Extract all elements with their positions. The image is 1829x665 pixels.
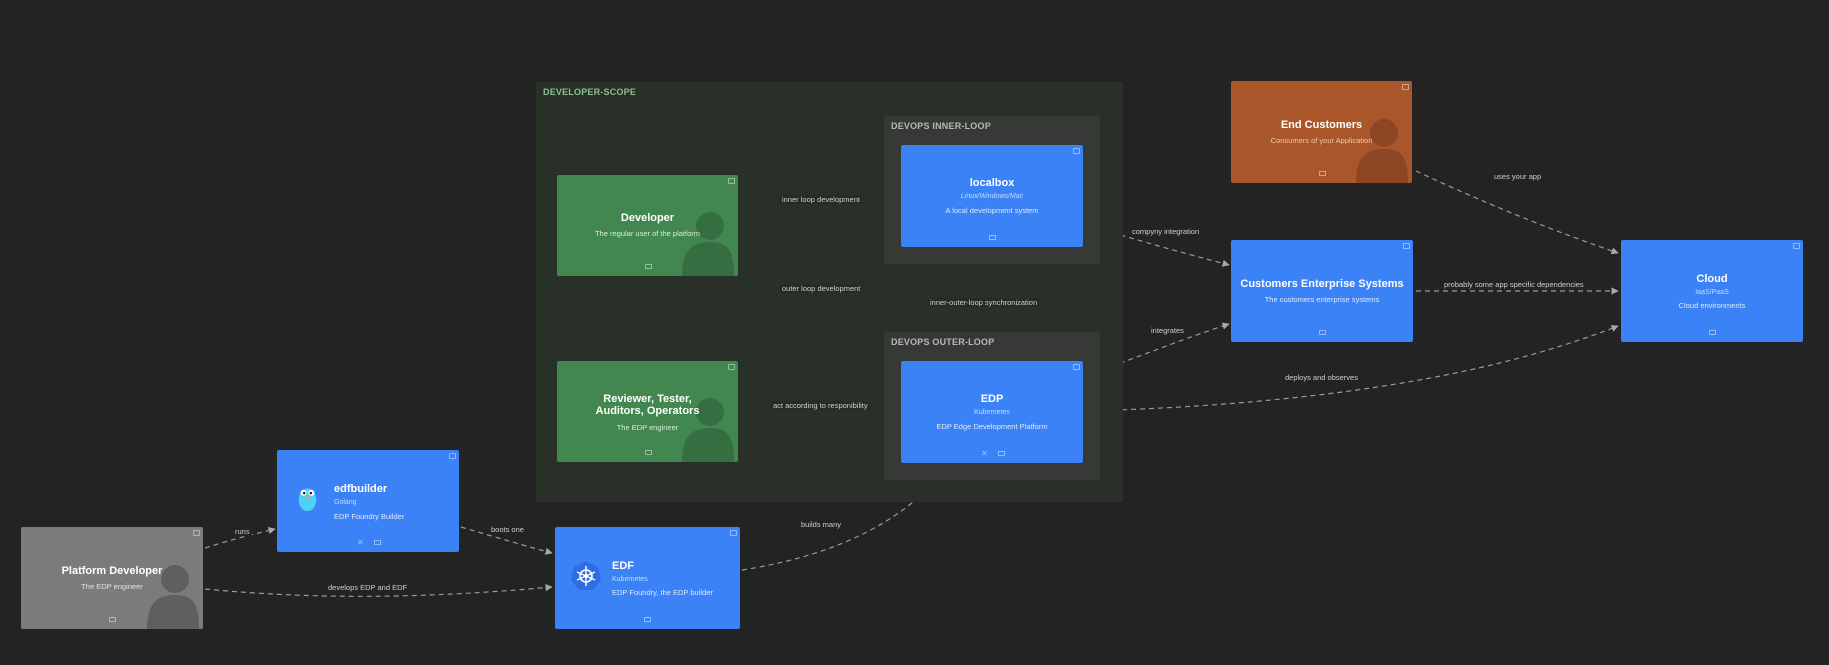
node-description: The regular user of the platform <box>594 229 701 238</box>
edge-label-runs: runs <box>233 527 252 536</box>
node-technology: IaaS/PaaS <box>1695 289 1729 296</box>
edge-integrates <box>1085 322 1230 377</box>
person-icon <box>682 212 734 276</box>
node-description: The EDP engineer <box>616 423 679 432</box>
node-title: Developer <box>620 212 675 224</box>
inner-loop-label: DEVOPS INNER-LOOP <box>891 121 991 131</box>
node-description: The customers enterprise systems <box>1264 295 1380 304</box>
expand-icon[interactable] <box>193 530 200 536</box>
developer-scope-label: DEVELOPER-SCOPE <box>543 87 637 97</box>
edge-label-probably-dependencies: probably some app specific dependencies <box>1442 280 1586 289</box>
expand-icon[interactable] <box>1402 84 1409 90</box>
customers-enterprise-systems-node[interactable]: Customers Enterprise Systems The custome… <box>1231 240 1413 342</box>
edge-label-uses-your-app: uses your app <box>1492 172 1544 181</box>
node-title: EDP <box>980 393 1004 405</box>
reviewer-node[interactable]: Reviewer, Tester, Auditors, Operators Th… <box>557 361 738 462</box>
node-title: edfbuilder <box>334 483 388 495</box>
node-technology: Golang <box>334 499 357 506</box>
localbox-node[interactable]: localbox Linux/Windows/Mac A local devel… <box>901 145 1083 247</box>
expand-icon[interactable] <box>728 178 735 184</box>
expand-icon[interactable] <box>1793 243 1800 249</box>
node-technology: Kubernetes <box>974 409 1010 416</box>
link-icon[interactable] <box>989 235 996 240</box>
edp-node[interactable]: EDP Kubernetes EDP Edge Development Plat… <box>901 361 1083 463</box>
node-title: Reviewer, Tester, Auditors, Operators <box>595 393 700 417</box>
link-icon[interactable] <box>374 540 381 545</box>
edge-label-integrates: integrates <box>1149 326 1186 335</box>
edge-deploys-and-observes <box>1085 325 1619 412</box>
link-icon[interactable] <box>1709 330 1716 335</box>
gopher-icon <box>298 488 317 512</box>
link-icon[interactable] <box>109 617 116 622</box>
node-technology: Linux/Windows/Mac <box>960 193 1024 200</box>
link-icon[interactable] <box>1319 171 1326 176</box>
node-description: EDP Edge Development Platform <box>936 422 1048 431</box>
node-description: The EDP engineer <box>81 582 143 591</box>
expand-icon[interactable] <box>1403 243 1410 249</box>
node-description: A local development system <box>945 206 1039 215</box>
node-description: Consumers of your Application <box>1270 136 1373 145</box>
node-title: EDF <box>612 560 634 572</box>
expand-icon[interactable] <box>1073 364 1080 370</box>
edge-uses-your-app <box>1415 170 1619 255</box>
link-icon[interactable] <box>1319 330 1326 335</box>
edge-label-develops-edp-and-edf: develops EDP and EDF <box>326 583 410 592</box>
link-icon[interactable] <box>645 264 652 269</box>
edge-runs <box>204 527 276 549</box>
cloud-node[interactable]: Cloud IaaS/PaaS Cloud environments <box>1621 240 1803 342</box>
end-customers-node[interactable]: End Customers Consumers of your Applicat… <box>1231 81 1412 183</box>
link-icon[interactable] <box>645 450 652 455</box>
edge-label-act-according: act according to responibility <box>771 401 870 410</box>
edf-node[interactable]: EDF Kubernetes EDP Foundry, the EDP buil… <box>555 527 740 629</box>
platform-developer-node[interactable]: Platform Developer The EDP engineer <box>21 527 203 629</box>
node-title: Platform Developer <box>61 565 163 577</box>
kubernetes-icon <box>571 561 601 590</box>
edge-label-deploys-and-observes: deploys and observes <box>1283 373 1360 382</box>
edge-label-boots-one: boots one <box>489 525 526 534</box>
node-title: Customers Enterprise Systems <box>1240 278 1404 290</box>
developer-node[interactable]: Developer The regular user of the platfo… <box>557 175 738 276</box>
edge-develops-edp-and-edf <box>204 583 553 597</box>
person-icon <box>682 398 734 462</box>
node-technology: Kubernetes <box>612 576 648 583</box>
expand-icon[interactable] <box>1073 148 1080 154</box>
node-description: Cloud environments <box>1678 301 1746 310</box>
expand-icon[interactable] <box>728 364 735 370</box>
person-icon <box>1356 119 1408 183</box>
edge-company-integration <box>1085 223 1230 267</box>
link-icon[interactable] <box>644 617 651 622</box>
edfbuilder-node[interactable]: edfbuilder Golang EDP Foundry Builder ✕ <box>277 450 459 552</box>
edge-label-builds-many: builds many <box>799 520 844 529</box>
link-icon[interactable] <box>998 451 1005 456</box>
edge-label-inner-outer-sync: inner-outer-loop synchronization <box>928 298 1040 307</box>
expand-icon[interactable] <box>449 453 456 459</box>
node-description: EDP Foundry Builder <box>334 512 405 521</box>
node-title: End Customers <box>1280 119 1363 131</box>
edge-label-inner-loop-development: inner loop development <box>780 195 862 204</box>
tools-icon[interactable]: ✕ <box>981 449 988 458</box>
outer-loop-label: DEVOPS OUTER-LOOP <box>891 337 995 347</box>
node-description: EDP Foundry, the EDP builder <box>612 588 713 597</box>
tools-icon[interactable]: ✕ <box>357 538 364 547</box>
node-title: localbox <box>969 177 1015 189</box>
edge-boots-one <box>460 526 553 555</box>
node-title: Cloud <box>1696 273 1728 285</box>
edge-label-company-integration: compyny integration <box>1130 227 1202 236</box>
expand-icon[interactable] <box>730 530 737 536</box>
edge-label-outer-loop-development: outer loop development <box>780 284 863 293</box>
person-icon <box>147 565 199 629</box>
